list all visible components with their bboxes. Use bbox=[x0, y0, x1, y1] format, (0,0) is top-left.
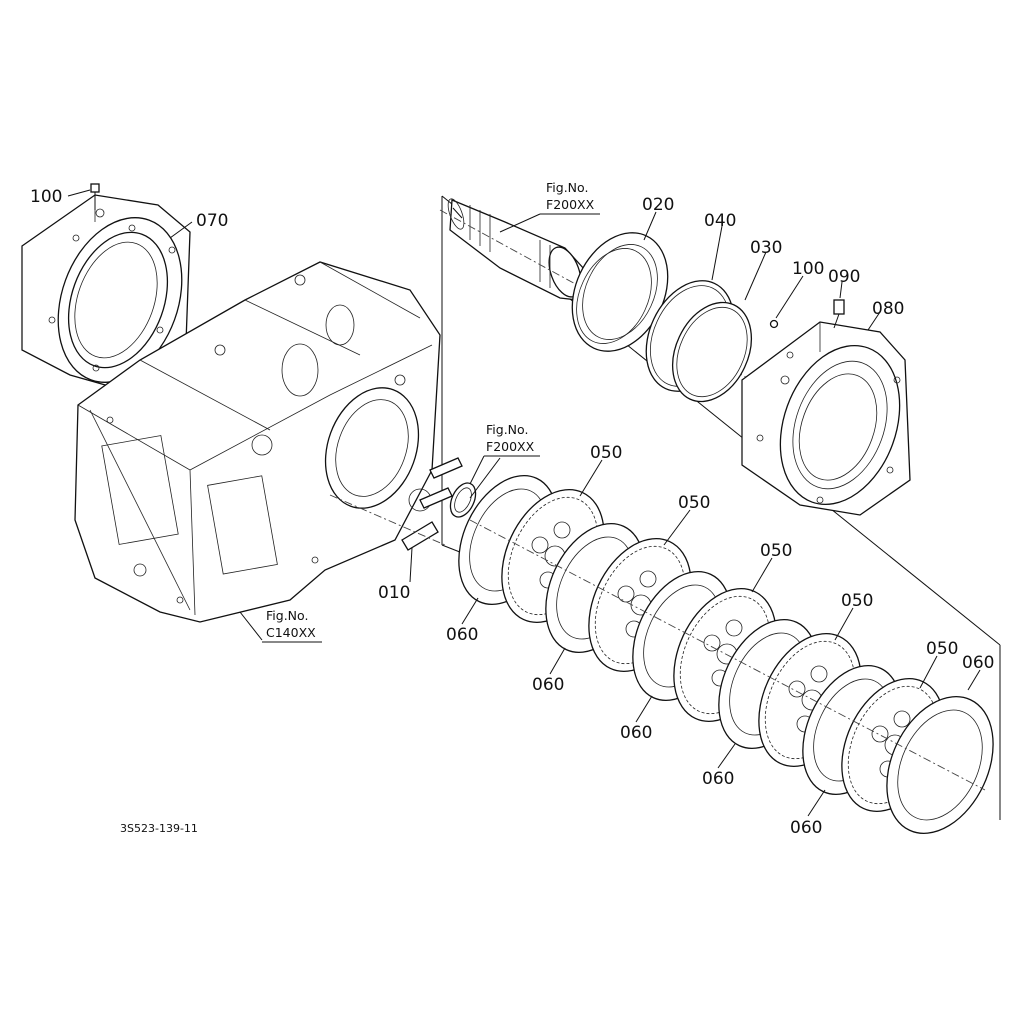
callout-050-b: 050 bbox=[678, 493, 710, 513]
fig-ref-shaft-prefix: Fig.No. bbox=[546, 180, 588, 195]
drawing-code: 3S523-139-11 bbox=[120, 822, 198, 835]
callout-060-d: 060 bbox=[702, 769, 734, 789]
callout-060-b: 060 bbox=[532, 675, 564, 695]
fig-ref-shaft-number: F200XX bbox=[546, 197, 595, 212]
separator-plate-6 bbox=[886, 696, 994, 834]
callout-010: 010 bbox=[378, 583, 410, 603]
callout-100-right: 100 bbox=[792, 259, 824, 279]
fig-ref-oring-number: F200XX bbox=[486, 439, 535, 454]
pin-and-bolts bbox=[329, 457, 463, 551]
ring-030 bbox=[672, 301, 752, 403]
leader-lines bbox=[67, 189, 981, 817]
left-brake-cover bbox=[21, 183, 191, 393]
callout-060-a: 060 bbox=[446, 625, 478, 645]
fig-ref-shaft: Fig.No. F200XX bbox=[499, 180, 600, 233]
callout-040: 040 bbox=[704, 211, 736, 231]
fig-ref-oring-prefix: Fig.No. bbox=[486, 422, 528, 437]
callout-090: 090 bbox=[828, 267, 860, 287]
brake-pack bbox=[458, 474, 994, 834]
callout-030: 030 bbox=[750, 238, 782, 258]
right-brake-cover bbox=[741, 299, 911, 516]
fig-ref-case-number: C140XX bbox=[266, 625, 316, 640]
callout-080: 080 bbox=[872, 299, 904, 319]
callout-050-c: 050 bbox=[760, 541, 792, 561]
callout-060-c: 060 bbox=[620, 723, 652, 743]
o-ring bbox=[449, 482, 477, 518]
callout-050-a: 050 bbox=[590, 443, 622, 463]
callout-050-d: 050 bbox=[841, 591, 873, 611]
fig-ref-case-prefix: Fig.No. bbox=[266, 608, 308, 623]
callout-070: 070 bbox=[196, 211, 228, 231]
callout-100-left: 100 bbox=[30, 187, 62, 207]
callout-labels: 100 070 020 040 030 100 090 080 010 050 … bbox=[30, 187, 994, 838]
callout-060-e: 060 bbox=[790, 818, 822, 838]
transmission-case bbox=[74, 261, 441, 623]
callout-050-e: 050 bbox=[926, 639, 958, 659]
fig-ref-oring: Fig.No. F200XX bbox=[469, 422, 540, 485]
fig-ref-case: Fig.No. C140XX bbox=[262, 608, 322, 643]
callout-020: 020 bbox=[642, 195, 674, 215]
callout-060-f: 060 bbox=[962, 653, 994, 673]
